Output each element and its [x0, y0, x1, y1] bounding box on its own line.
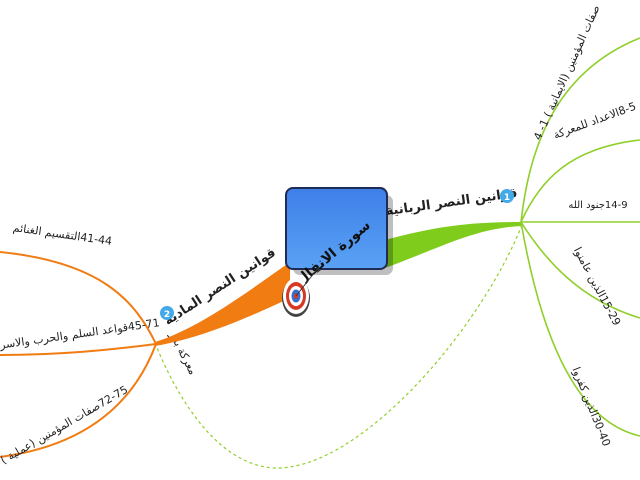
- leaf-right-3[interactable]: 14-9جنود الله: [568, 200, 627, 211]
- target-icon: [282, 267, 321, 317]
- branch-connector-left: [155, 262, 290, 346]
- branch-number-badge-left: 2: [160, 306, 174, 320]
- svg-text:2: 2: [164, 310, 170, 320]
- branch-label-right[interactable]: قوانين النصر الربانية: [385, 186, 519, 219]
- branch-number-badge-right: 1: [500, 189, 514, 203]
- leaf-left-3[interactable]: 72-75صفات المؤمنين (عملية ): [0, 383, 130, 467]
- right-leaf-connectors: [520, 37, 640, 437]
- relationship-connector[interactable]: [154, 224, 523, 469]
- svg-text:1: 1: [504, 193, 510, 203]
- left-leaf-connectors: [0, 251, 157, 458]
- leaf-right-5[interactable]: 30-40الذين كفروا: [569, 365, 613, 448]
- leaf-left-1[interactable]: 41-44التقسيم الغنائم: [12, 221, 113, 248]
- leaf-right-2[interactable]: 8-5الاعداد للمعركة: [552, 100, 638, 142]
- central-topic[interactable]: سورة الانفال: [285, 187, 393, 289]
- branch-connector-right: [385, 222, 522, 268]
